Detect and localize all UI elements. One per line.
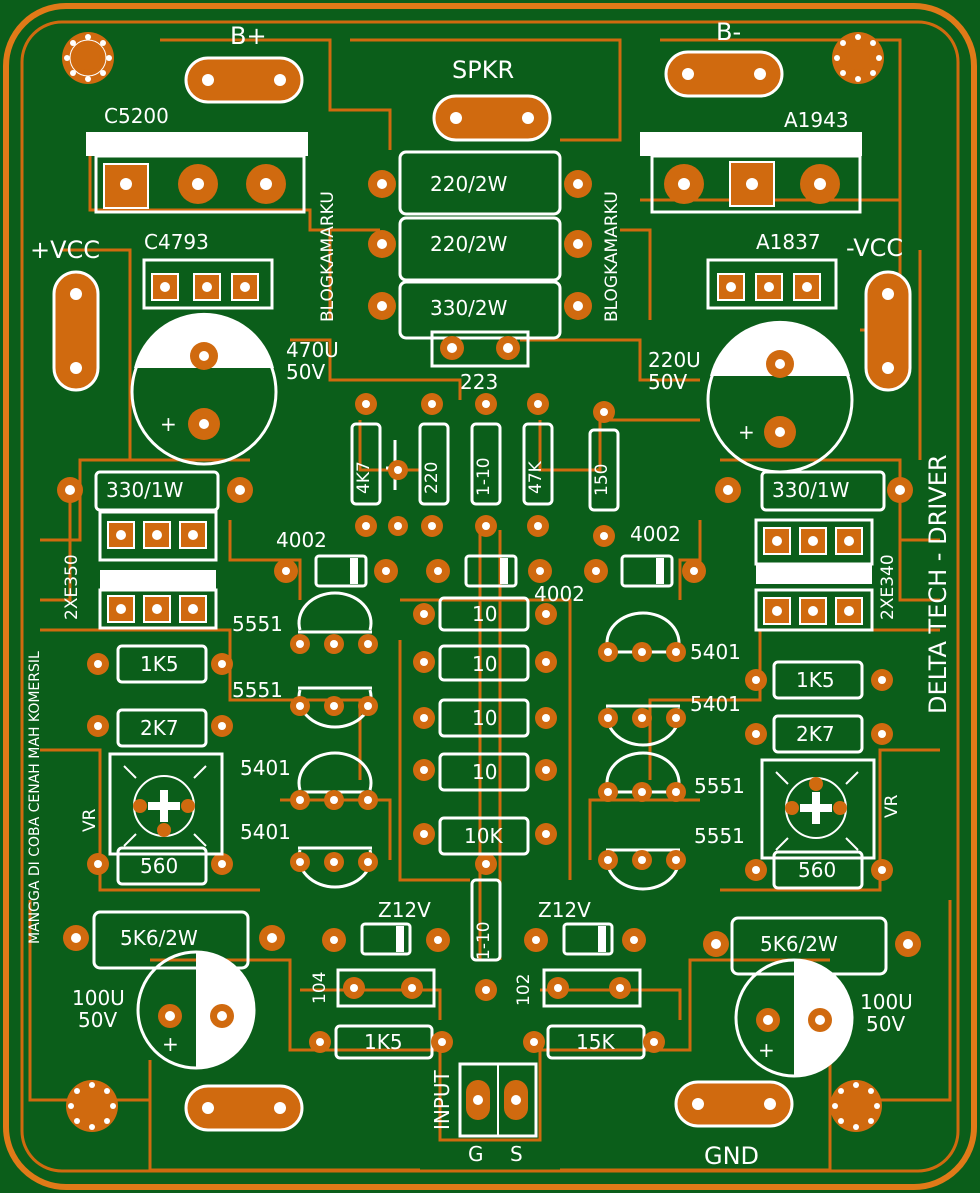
transistor-a1943 <box>640 132 862 214</box>
label-input: INPUT <box>430 1070 454 1130</box>
label-cap-100u-right-v: 50V <box>866 1012 906 1036</box>
plus-sign-100u-right: + <box>758 1038 775 1062</box>
label-cap-220u-v: 50V <box>648 370 688 394</box>
cap-220u <box>706 320 854 474</box>
label-cap-100u-left: 100U <box>72 986 125 1010</box>
diode-block-right <box>754 518 874 632</box>
diode-block-left <box>98 510 218 630</box>
input-header <box>458 1062 538 1138</box>
label-z12v-right: Z12V <box>538 898 591 922</box>
cap-100u-left <box>136 950 256 1070</box>
label-r560-left: 560 <box>140 854 179 878</box>
label-c4793: C4793 <box>144 230 209 254</box>
label-spkr: SPKR <box>452 56 515 84</box>
label-t5551-b: 5551 <box>232 678 283 702</box>
label-cap-220u: 220U <box>648 348 701 372</box>
label-r2k7-right: 2K7 <box>796 722 835 746</box>
label-z12v-left: Z12V <box>378 898 431 922</box>
label-r1k5-bottom: 1K5 <box>364 1030 403 1054</box>
label-r10-c: 10 <box>472 706 498 730</box>
label-r330-1w-left: 330/1W <box>106 478 184 502</box>
resistors-2w-top <box>368 150 592 368</box>
label-r-330-2w: 330/2W <box>430 296 508 320</box>
label-r5k6-left: 5K6/2W <box>120 926 198 950</box>
label-r5k6-right: 5K6/2W <box>760 932 838 956</box>
label-r10-d: 10 <box>472 760 498 784</box>
label-t5401-d: 5401 <box>690 692 741 716</box>
label-r2k7-left: 2K7 <box>140 716 179 740</box>
label-s: S <box>510 1142 523 1166</box>
label-c5200: C5200 <box>104 104 169 128</box>
label-vr-left: VR <box>80 808 100 832</box>
label-cap-470u: 470U <box>286 338 339 362</box>
label-blog-left: BLOGKAMARKU <box>318 191 338 322</box>
resistors-vertical <box>350 422 620 962</box>
label-r10-a: 10 <box>472 602 498 626</box>
label-vr-right: VR <box>882 794 902 818</box>
cap-470u <box>130 312 278 466</box>
label-c104: 104 <box>310 971 330 1004</box>
label-cap-470u-v: 50V <box>286 360 326 384</box>
label-b-plus: B+ <box>230 22 267 50</box>
label-r330-1w-right: 330/1W <box>772 478 850 502</box>
label-cap-100u-right: 100U <box>860 990 913 1014</box>
transistor-a1837 <box>706 258 838 310</box>
label-r47k: 47K <box>526 461 546 494</box>
label-t5401-a: 5401 <box>240 756 291 780</box>
label-vcc-plus: +VCC <box>30 236 101 264</box>
transistor-c4793 <box>142 258 274 310</box>
label-r4k7: 4K7 <box>354 461 374 494</box>
label-cap-100u-left-v: 50V <box>78 1008 118 1032</box>
label-t5401-c: 5401 <box>690 640 741 664</box>
label-r1k5-right: 1K5 <box>796 668 835 692</box>
label-a1837: A1837 <box>756 230 821 254</box>
label-2xe340: 2XE340 <box>878 554 898 620</box>
label-g: G <box>468 1142 484 1166</box>
label-r560-right: 560 <box>798 858 837 882</box>
label-d4002-left: 4002 <box>276 528 327 552</box>
label-c102: 102 <box>514 973 534 1006</box>
title-delta-tech-driver: DELTA TECH - DRIVER <box>924 454 952 714</box>
small-transistors <box>290 591 686 891</box>
resistors-horizontal <box>92 470 888 1060</box>
mounting-holes <box>62 32 884 1132</box>
label-r1k5-left: 1K5 <box>140 652 179 676</box>
label-d4002-right: 4002 <box>630 522 681 546</box>
label-2xe350: 2XE350 <box>62 554 82 620</box>
label-blog-right: BLOGKAMARKU <box>602 191 622 322</box>
label-r1-10-bottom: 1-10 <box>474 921 494 960</box>
label-r150: 150 <box>592 463 612 496</box>
plus-sign-220u: + <box>738 420 755 444</box>
label-t5551-c: 5551 <box>694 774 745 798</box>
label-t5551-d: 5551 <box>694 824 745 848</box>
label-gnd: GND <box>704 1142 760 1170</box>
board-outline <box>3 3 977 1190</box>
label-r10-b: 10 <box>472 652 498 676</box>
label-r220: 220 <box>422 461 442 494</box>
label-t5551-a: 5551 <box>232 612 283 636</box>
power-pads <box>52 50 912 1132</box>
label-r1-10-top: 1-10 <box>474 457 494 496</box>
label-t5401-b: 5401 <box>240 820 291 844</box>
label-c223: 223 <box>460 370 499 394</box>
side-note: MANGGA DI COBA CENAH MAH KOMERSIL <box>27 651 43 944</box>
label-r15k: 15K <box>576 1030 615 1054</box>
transistor-c5200 <box>86 132 308 214</box>
plus-sign-100u-left: + <box>162 1032 179 1056</box>
trimmer-right <box>760 758 876 860</box>
label-r-220-2w-a: 220/2W <box>430 172 508 196</box>
diodes-4002 <box>274 554 706 956</box>
plus-sign-470u: + <box>160 412 177 436</box>
label-a1943: A1943 <box>784 108 849 132</box>
cap-100u-right <box>734 958 854 1078</box>
trimmer-left <box>108 752 224 856</box>
label-r-220-2w-b: 220/2W <box>430 232 508 256</box>
ceramic-caps <box>336 968 642 1008</box>
label-d4002-center: 4002 <box>534 582 585 606</box>
label-b-minus: B- <box>716 18 742 46</box>
label-r10k: 10K <box>464 824 503 848</box>
label-vcc-minus: -VCC <box>846 234 904 262</box>
